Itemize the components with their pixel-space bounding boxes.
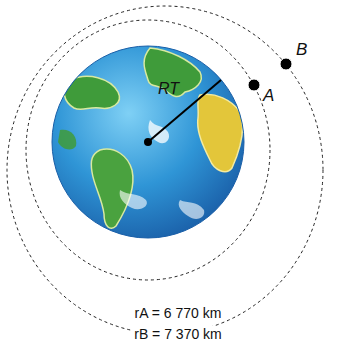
inner-orbit [26,20,270,280]
satellite-dot [280,58,292,70]
earth [52,46,244,238]
satellite-label: A [263,86,274,106]
outer-orbit [7,6,323,334]
orbit-radius-label: rA = 6 770 km [132,305,225,321]
radius-label: RT [158,80,179,98]
orbit-radius-label: rB = 7 370 km [131,326,225,342]
earth-center-dot [144,138,152,146]
radius-line [148,80,221,142]
satellite-dot [248,79,260,91]
satellite-label: B [296,40,307,60]
